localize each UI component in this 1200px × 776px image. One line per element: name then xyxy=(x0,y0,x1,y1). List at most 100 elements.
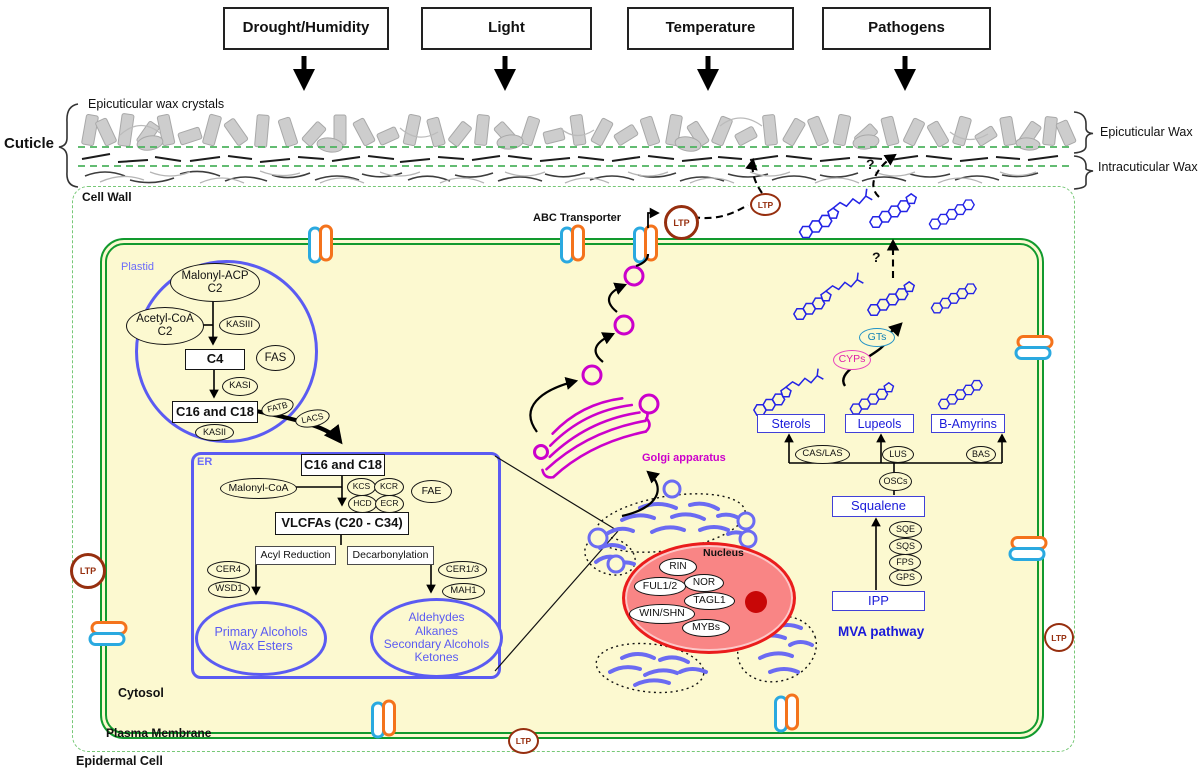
er-zoom-wedge-lines xyxy=(494,455,619,672)
question-mark: ? xyxy=(872,249,881,265)
node-wax-products-reduction: Primary Alcohols Wax Esters xyxy=(195,601,327,676)
enzyme-cer1-3: CER1/3 xyxy=(438,561,487,579)
enzyme-label: WSD1 xyxy=(215,583,243,595)
enzyme-label: KASIII xyxy=(226,319,253,331)
factor-box-light: Light xyxy=(421,7,592,50)
enzyme-wsd1: WSD1 xyxy=(208,581,250,598)
wax-thread-icons xyxy=(119,117,989,141)
ltp-badge: LTP xyxy=(750,193,781,216)
node-label: VLCFAs (C20 - C34) xyxy=(281,515,403,531)
node-label: C4 xyxy=(206,351,224,367)
tf-label: MYBs xyxy=(691,621,720,634)
wax-crystal-icons xyxy=(81,113,1077,153)
cell-wall-label: Cell Wall xyxy=(82,190,132,204)
factor-label: Pathogens xyxy=(868,19,945,37)
ltp-label: LTP xyxy=(673,217,690,228)
tf-win-shn: WIN/SHN xyxy=(629,604,695,624)
enzyme-label: OSCs xyxy=(883,476,908,487)
enzyme-label: SQS xyxy=(895,541,915,552)
rough-er-icon xyxy=(584,479,818,694)
abc-transporter-label: ABC Transporter xyxy=(533,212,622,224)
factor-label: Light xyxy=(488,19,525,37)
node-label: Lupeols xyxy=(857,416,902,431)
node-label: Primary Alcohols Wax Esters xyxy=(214,624,308,653)
node-c4: C4 xyxy=(185,349,245,370)
enzyme-fas: FAS xyxy=(256,345,295,371)
tf-label: RIN xyxy=(669,561,687,573)
ltp-label: LTP xyxy=(79,566,97,576)
enzyme-kasi: KASI xyxy=(222,377,258,396)
epicuticular-wax-lines xyxy=(81,153,1059,163)
enzyme-kasii: KASII xyxy=(195,424,234,441)
enzyme-label: FAE xyxy=(421,484,442,497)
question-mark: ? xyxy=(866,156,875,172)
plastid-outline xyxy=(135,260,318,443)
node-label: Decarbonylation xyxy=(352,548,429,561)
node-sterols: Sterols xyxy=(757,414,825,433)
er-label: ER xyxy=(197,456,213,468)
factor-box-temperature: Temperature xyxy=(627,7,794,50)
enzyme-label: GPS xyxy=(895,572,915,583)
enzyme-cer4: CER4 xyxy=(207,561,250,579)
tf-mybs: MYBs xyxy=(682,619,730,637)
factor-label: Drought/Humidity xyxy=(242,19,370,37)
enzyme-label: FPS xyxy=(896,557,914,568)
node-label: B-Amyrins xyxy=(939,416,997,431)
enzyme-cas-las: CAS/LAS xyxy=(795,445,850,464)
enzyme-lus: LUS xyxy=(882,446,914,463)
intracuticular-wax-lines xyxy=(84,170,1039,184)
node-label: Acyl Reduction xyxy=(260,548,331,561)
node-squalene: Squalene xyxy=(832,496,925,517)
golgi-icon xyxy=(533,265,660,479)
vesicle-arrow-icons xyxy=(529,253,903,518)
node-ipp: IPP xyxy=(832,591,925,611)
node-label: Squalene xyxy=(851,498,906,514)
enzyme-label: MAH1 xyxy=(450,585,477,597)
node-vlcfas: VLCFAs (C20 - C34) xyxy=(275,512,409,535)
enzyme-label: HCD xyxy=(353,498,372,509)
enzyme-kcs: KCS xyxy=(347,478,376,496)
node-label: Malonyl-ACP C2 xyxy=(181,269,249,295)
tf-label: FUL1/2 xyxy=(642,579,678,592)
node-label: Sterols xyxy=(771,416,811,431)
enzyme-mah1: MAH1 xyxy=(442,583,485,600)
enzyme-gts: GTs xyxy=(859,328,895,347)
enzyme-label: KASII xyxy=(202,427,226,438)
node-b-amyrins: B-Amyrins xyxy=(931,414,1005,433)
molecule-icons xyxy=(754,189,982,416)
nucleolus xyxy=(745,591,767,613)
plasma-membrane-label: Plasma Membrane xyxy=(106,726,212,740)
node-c16-c18-plastid: C16 and C18 xyxy=(172,401,258,423)
node-label: C16 and C18 xyxy=(175,403,255,419)
intracuticular-wax-label: Intracuticular Wax xyxy=(1098,160,1198,174)
tf-label: NOR xyxy=(692,577,716,589)
tf-label: WIN/SHN xyxy=(639,607,685,620)
node-label: Acetyl-CoA C2 xyxy=(136,313,194,338)
node-acyl-reduction: Acyl Reduction xyxy=(255,546,336,565)
enzyme-bas: BAS xyxy=(966,446,996,463)
cytosol-label: Cytosol xyxy=(118,686,164,700)
enzyme-label: ECR xyxy=(380,498,399,509)
ltp-label: LTP xyxy=(757,199,774,210)
enzyme-label: LACS xyxy=(300,410,325,425)
enzyme-label: GTs xyxy=(867,330,887,343)
enzyme-label: KASI xyxy=(229,380,251,392)
node-wax-products-decarbonylation: Aldehydes Alkanes Secondary Alcohols Ket… xyxy=(370,598,503,678)
epicuticular-crystals-label: Epicuticular wax crystals xyxy=(88,97,225,111)
node-acetyl-coa: Acetyl-CoA C2 xyxy=(126,307,204,345)
plastid-label: Plastid xyxy=(121,261,155,273)
enzyme-sqs: SQS xyxy=(889,538,922,555)
epicuticular-wax-label: Epicuticular Wax xyxy=(1100,125,1193,139)
tf-nor: NOR xyxy=(684,574,724,592)
factor-box-pathogens: Pathogens xyxy=(822,7,991,50)
node-label: Malonyl-CoA xyxy=(228,481,289,494)
brace-icons xyxy=(58,103,1094,190)
enzyme-ecr: ECR xyxy=(375,495,404,513)
enzyme-sqe: SQE xyxy=(889,521,922,538)
enzyme-fps: FPS xyxy=(889,554,921,571)
tf-tagl1: TAGL1 xyxy=(684,592,735,610)
enzyme-fae: FAE xyxy=(411,480,452,503)
enzyme-cyps: CYPs xyxy=(833,350,871,370)
enzyme-label: CER1/3 xyxy=(445,563,480,575)
